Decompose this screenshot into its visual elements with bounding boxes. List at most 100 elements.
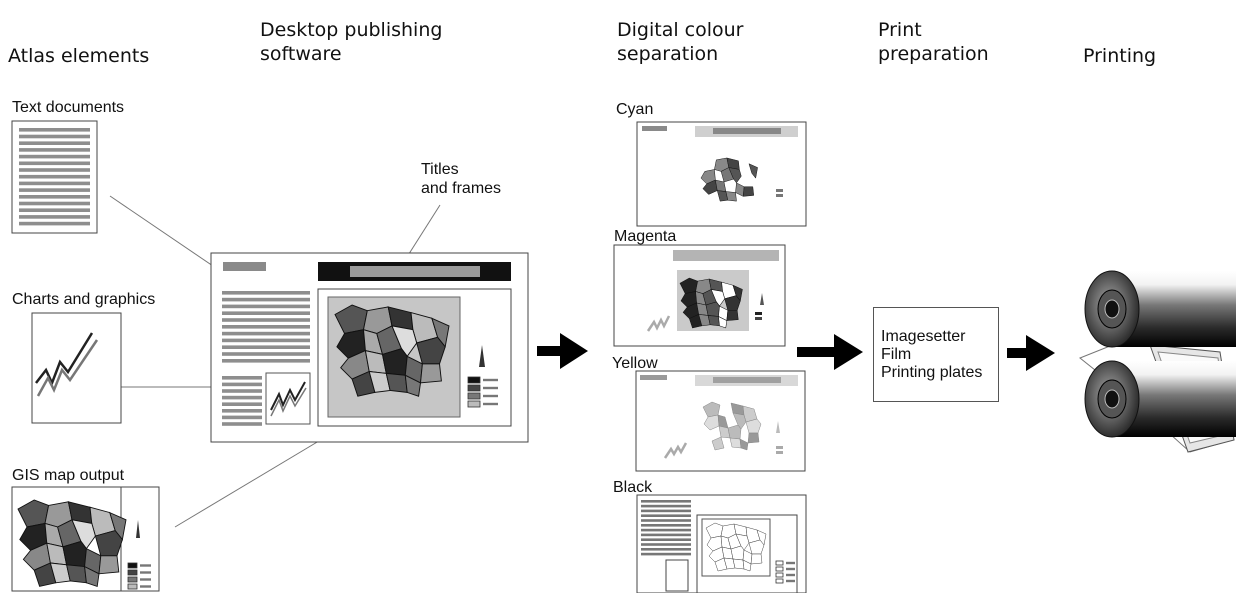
map-region: [735, 533, 750, 551]
label-titles-frames: Titles and frames: [421, 161, 502, 197]
print-prep-box: Imagesetter Film Printing plates: [873, 307, 999, 402]
text-line: [641, 500, 691, 503]
map-region: [391, 325, 418, 358]
dtp-map-legend: [467, 376, 498, 408]
legend-swatch: [127, 583, 138, 590]
text-line: [641, 519, 691, 522]
text-line: [641, 514, 691, 517]
label-magenta: Magenta: [614, 228, 677, 245]
legend-swatch: [127, 569, 138, 576]
map-region: [707, 315, 720, 327]
text-line: [641, 548, 691, 551]
map-region: [739, 438, 749, 451]
map-region: [745, 418, 762, 434]
legend-line: [786, 561, 795, 565]
legend-swatch: [467, 392, 481, 400]
legend-line: [483, 394, 498, 398]
cyan-plate: [636, 121, 807, 227]
header-printing: Printing: [1083, 45, 1157, 67]
header-desktop-publishing: Desktop publishing software: [260, 19, 443, 65]
label-gis-output: GIS map output: [12, 467, 125, 484]
gis-map-thumb: [11, 486, 160, 592]
text-line: [19, 208, 90, 212]
text-line: [641, 524, 691, 527]
legend-swatch: [127, 576, 138, 583]
magenta-plate: [613, 244, 786, 347]
label-charts-graphics: Charts and graphics: [12, 291, 156, 308]
map-region: [725, 191, 737, 202]
item-film: Film: [881, 346, 912, 363]
chart-thumb: [31, 312, 122, 424]
legend-line: [483, 402, 498, 406]
header-print-preparation: Print preparation: [878, 19, 989, 65]
map-region: [747, 432, 760, 444]
text-line: [641, 538, 691, 541]
text-document-lines: [19, 128, 90, 226]
map-region: [732, 412, 747, 430]
black-plate: [636, 494, 807, 593]
map-region: [710, 289, 726, 307]
map-region: [703, 414, 720, 431]
map-region: [750, 553, 763, 565]
legend-line: [140, 578, 151, 581]
text-line: [222, 382, 262, 387]
map-region: [726, 309, 739, 321]
map-region: [732, 558, 745, 570]
text-line: [19, 134, 90, 139]
text-line: [222, 297, 310, 302]
map-region: [419, 363, 442, 384]
map-region: [94, 530, 123, 557]
text-line: [222, 359, 310, 363]
text-line: [19, 128, 90, 132]
header-colour-separation: Digital colour separation: [617, 19, 744, 65]
text-line: [19, 141, 90, 145]
text-line: [222, 422, 262, 426]
map-region: [728, 167, 742, 184]
text-line: [19, 148, 90, 152]
text-line: [19, 188, 90, 192]
dtp-layout: [210, 252, 529, 443]
text-line: [222, 291, 310, 295]
text-line: [222, 331, 310, 336]
text-line: [222, 409, 262, 413]
text-line: [222, 376, 262, 380]
text-line: [222, 345, 310, 349]
text-line: [641, 552, 691, 556]
dtp-map-polygons: [334, 304, 450, 397]
text-line: [19, 215, 90, 219]
map-region: [748, 539, 765, 555]
gis-map-polygons: [17, 499, 127, 587]
map-region: [702, 179, 718, 195]
header-atlas-elements: Atlas elements: [8, 45, 150, 67]
item-imagesetter: Imagesetter: [881, 328, 966, 345]
legend-line: [483, 378, 498, 382]
text-line: [19, 154, 90, 159]
map-region: [416, 336, 446, 365]
map-region: [718, 316, 728, 329]
text-line: [222, 395, 262, 400]
legend-line: [140, 564, 151, 567]
legend-swatch: [775, 566, 784, 572]
text-line: [19, 161, 90, 166]
arrow-to-separation: [537, 333, 588, 369]
label-text-documents: Text documents: [12, 99, 125, 116]
legend-line: [786, 567, 795, 571]
text-line: [222, 318, 310, 322]
legend-swatch: [775, 578, 784, 584]
map-region: [724, 295, 741, 311]
legend-swatch: [775, 572, 784, 578]
map-region: [84, 565, 100, 587]
text-line: [19, 201, 90, 206]
gis-map-legend: [127, 562, 151, 590]
text-line: [222, 338, 310, 343]
label-yellow: Yellow: [612, 355, 658, 372]
map-region: [702, 401, 721, 418]
text-line: [19, 168, 90, 172]
text-line: [222, 352, 310, 356]
text-line: [641, 504, 691, 508]
text-line: [222, 325, 310, 329]
map-region: [98, 555, 120, 575]
map-region: [66, 564, 87, 584]
map-region: [729, 437, 742, 449]
